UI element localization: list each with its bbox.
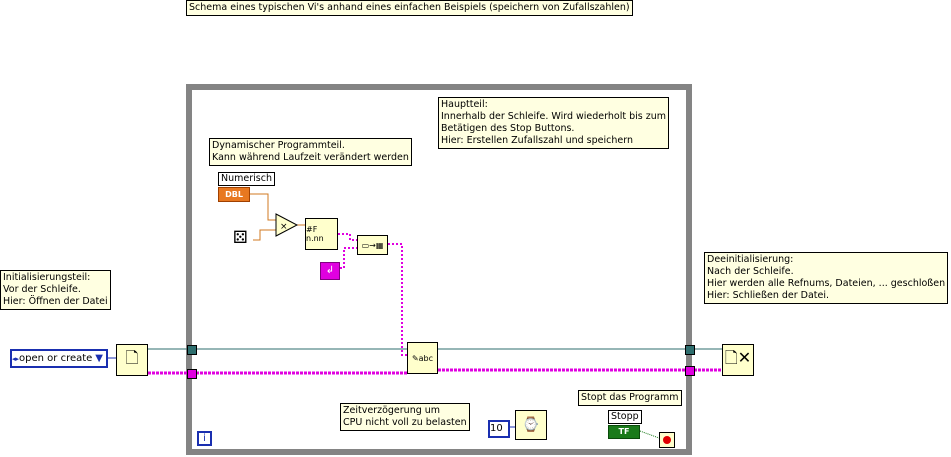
title-comment: Schema eines typischen Vi's anhand eines… [186,0,633,16]
numeric-control[interactable]: DBL [218,187,250,202]
build-array-node[interactable]: ▭→▦ [357,235,388,255]
enum-arrows-icon: ◂▸ [12,355,20,363]
write-text-file-node[interactable]: ✎abc [407,342,438,374]
dynamic-comment: Dynamischer Programmteil. Kann während L… [209,138,412,166]
numeric-wire [250,193,305,241]
svg-text:×: × [280,222,288,232]
format-icon: #F n.nn [306,225,324,243]
stop-comment: Stopt das Programm [578,390,682,406]
close-file-icon: 🗋✕ [724,347,752,367]
open-file-icon: 🗋 [125,347,139,367]
write-file-icon: ✎abc [411,353,434,363]
error-tunnel-left [187,369,197,379]
error-wire [148,368,722,375]
loop-condition-terminal[interactable] [659,432,675,448]
close-file-node[interactable]: 🗋✕ [722,344,754,376]
enum-value: open or create [19,353,93,364]
iteration-terminal: i [197,431,212,446]
build-icon: ▭→▦ [361,240,384,250]
dropdown-arrow-icon[interactable]: ▼ [95,353,103,364]
multiply-node [275,213,299,237]
boolean-wire [639,430,660,439]
open-file-node[interactable]: 🗋 [116,344,148,376]
main-comment: Hauptteil: Innerhalb der Schleife. Wird … [438,97,669,149]
refnum-tunnel-left [187,345,197,355]
watch-icon: ⌚ [522,417,540,433]
format-into-string-node[interactable]: #F n.nn [305,218,338,250]
wait-ms-node[interactable]: ⌚ [515,410,547,440]
delay-comment: Zeitverzögerung um CPU nicht voll zu bel… [340,403,470,431]
open-mode-enum[interactable]: ◂▸open or create ▼ [10,349,108,368]
stop-label: Stopp [608,410,642,424]
stop-icon [663,436,671,444]
refnum-tunnel-right [685,345,695,355]
string-wire [338,233,407,356]
wait-constant[interactable]: 10 [488,420,510,438]
error-tunnel-right [685,366,695,376]
random-number-icon[interactable]: ⚄ [233,228,248,248]
init-comment: Initialisierungsteil: Vor der Schleife. … [0,270,111,310]
end-of-line-constant-icon[interactable]: ↲ [320,262,340,280]
numeric-label: Numerisch [218,172,275,186]
while-loop[interactable] [186,84,692,455]
stop-button-terminal[interactable]: TF [608,425,640,439]
deinit-comment: Deeinitialisierung: Nach der Schleife. H… [704,252,949,304]
